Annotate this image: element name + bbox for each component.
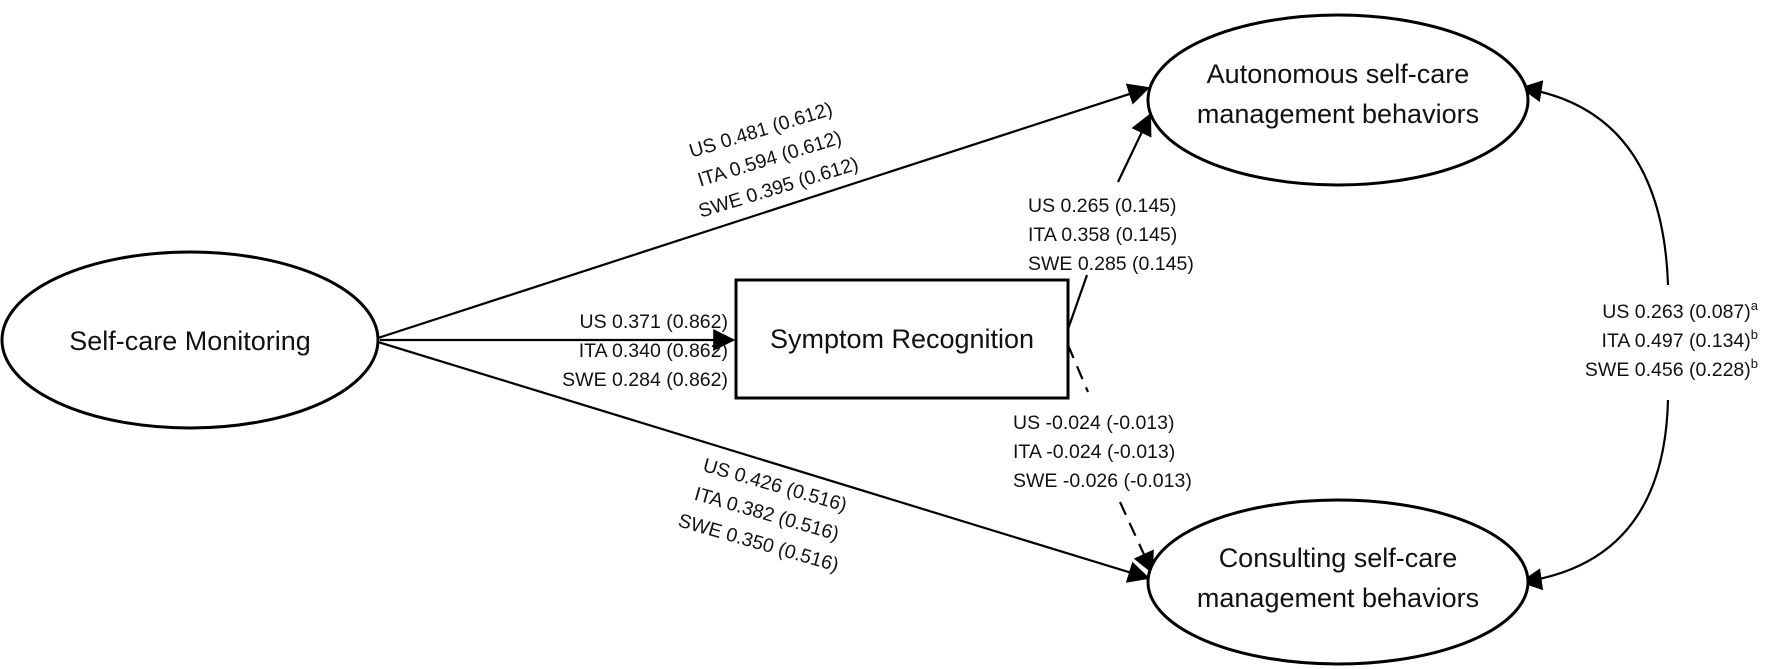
node-label: Symptom Recognition — [770, 324, 1034, 354]
node-symptom-recognition: Symptom Recognition — [734, 278, 1070, 400]
coef-us: US 0.265 (0.145) — [1028, 195, 1177, 217]
coef-monitoring-to-consulting: US 0.426 (0.516) ITA 0.382 (0.516) SWE 0… — [676, 454, 850, 576]
node-label-line-2: management behaviors — [1197, 583, 1479, 613]
coef-monitoring-to-autonomous: US 0.481 (0.612) ITA 0.594 (0.612) SWE 0… — [687, 98, 861, 222]
coef-us: US 0.371 (0.862) — [579, 311, 728, 333]
path-recognition-to-autonomous-lower — [1065, 274, 1089, 333]
node-self-care-monitoring: Self-care Monitoring — [0, 250, 380, 430]
path-covariance-upper — [1519, 80, 1670, 286]
coef-recognition-to-autonomous: US 0.265 (0.145) ITA 0.358 (0.145) SWE 0… — [1028, 195, 1194, 275]
coef-ita: ITA -0.024 (-0.013) — [1013, 441, 1175, 463]
path-monitoring-to-consulting — [377, 340, 1151, 583]
coef-ita: ITA 0.340 (0.862) — [579, 340, 728, 362]
node-label: Self-care Monitoring — [69, 326, 311, 356]
path-recognition-to-autonomous-upper — [1117, 113, 1152, 183]
coef-swe: SWE -0.026 (-0.013) — [1013, 470, 1192, 492]
node-label-line-1: Autonomous self-care — [1207, 59, 1470, 89]
coef-ita: ITA 0.497 (0.134)b — [1602, 327, 1758, 352]
node-label-line-2: management behaviors — [1197, 99, 1479, 129]
coef-us: US 0.263 (0.087)a — [1602, 298, 1759, 323]
node-consulting-self-care: Consulting self-care management behavior… — [1146, 498, 1530, 666]
node-autonomous-self-care: Autonomous self-care management behavior… — [1146, 13, 1530, 187]
path-recognition-to-consulting-upper — [1066, 344, 1090, 393]
path-recognition-to-consulting-lower — [1118, 501, 1154, 575]
node-label-line-1: Consulting self-care — [1219, 543, 1458, 573]
coef-recognition-to-consulting: US -0.024 (-0.013) ITA -0.024 (-0.013) S… — [1013, 412, 1192, 492]
superscript-mark: a — [1751, 298, 1759, 313]
coef-swe: SWE 0.285 (0.145) — [1028, 253, 1194, 275]
coef-us: US -0.024 (-0.013) — [1013, 412, 1175, 434]
path-covariance-lower — [1519, 399, 1670, 591]
coef-swe: SWE 0.456 (0.228)b — [1585, 356, 1758, 381]
coef-monitoring-to-recognition: US 0.371 (0.862) ITA 0.340 (0.862) SWE 0… — [562, 311, 728, 391]
coef-swe: SWE 0.284 (0.862) — [562, 369, 728, 391]
coef-covariance: US 0.263 (0.087)a ITA 0.497 (0.134)b SWE… — [1585, 298, 1759, 381]
coef-ita: ITA 0.358 (0.145) — [1028, 224, 1177, 246]
superscript-mark: b — [1751, 327, 1758, 342]
path-monitoring-to-autonomous — [377, 83, 1151, 340]
superscript-mark: b — [1751, 356, 1758, 371]
